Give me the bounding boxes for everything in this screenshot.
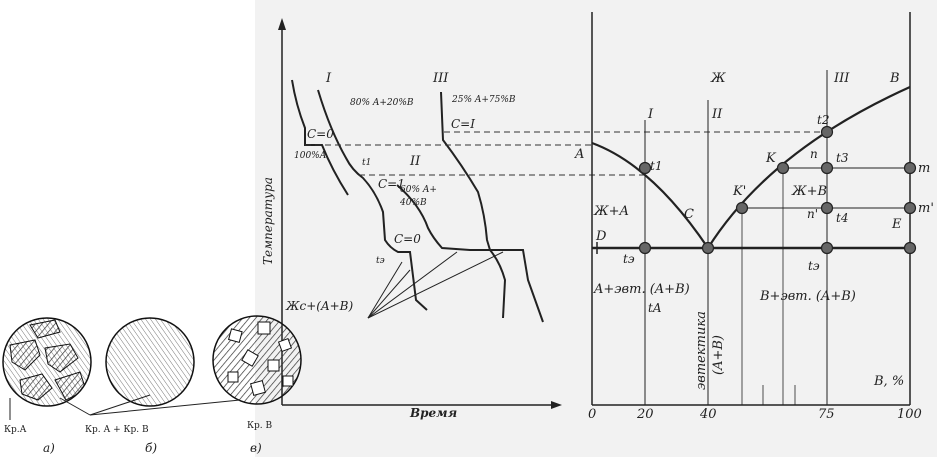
phase-diagram	[591, 12, 911, 406]
point-k1-label: K'	[732, 184, 746, 199]
composition-iii: 25% A+75%B	[451, 95, 516, 105]
point-m1-label: m'	[918, 201, 934, 216]
scanned-figure-background	[255, 0, 937, 457]
point-d-label: D	[595, 229, 607, 244]
curve-ii	[396, 184, 507, 319]
point-k-label: K	[765, 151, 777, 166]
point-n1-label: n'	[807, 207, 818, 221]
point-te-a	[638, 241, 652, 255]
phase-x-ticks: 0 20 40 75 100	[588, 407, 922, 422]
caption-a: а)	[43, 441, 55, 455]
curve-ii-label: II	[409, 154, 421, 169]
pure-a-label: 100%A	[294, 151, 327, 161]
point-m1	[903, 201, 917, 215]
composition-ii-line2: 40%B	[399, 198, 427, 208]
microstructure-b	[105, 317, 195, 407]
point-e	[903, 241, 917, 255]
zh-b-region: Ж+B	[791, 184, 827, 199]
c1-curve-i-label: C=1	[378, 177, 405, 191]
t2-phase-label: t2	[817, 113, 829, 127]
tick-label: 20	[636, 407, 654, 422]
te-phase-label-a: tэ	[623, 252, 635, 266]
point-n-label: n	[810, 147, 818, 161]
kr-ab-label: Кр. А + Кр. В	[85, 425, 149, 435]
phase-axis-unit: B, %	[873, 374, 904, 389]
t1-cooling-label: t1	[362, 158, 371, 168]
point-te-b	[820, 241, 834, 255]
eutectic-vertical-label: эвтектика	[694, 311, 709, 390]
curve-i-label: I	[325, 71, 332, 86]
region-b-eutectic: B+эвт. (A+B)	[759, 289, 856, 304]
phase-line-i-label: I	[647, 107, 654, 122]
te-phase-label-b: tэ	[808, 259, 820, 273]
point-e-label: E	[891, 217, 902, 232]
annotation-arrows	[367, 251, 504, 319]
cooling-x-arrow	[551, 401, 562, 409]
c0-pure-label: C=0	[307, 127, 334, 141]
curve-iii-label: III	[432, 71, 449, 86]
zh-a-region: Ж+A	[593, 204, 629, 219]
microstructure-c	[212, 315, 302, 405]
kr-a-label: Кр.А	[4, 425, 27, 435]
liquidus-c-b	[707, 85, 911, 249]
c0-curve-i-label: C=0	[394, 232, 421, 246]
te-cooling-label: tэ	[376, 256, 385, 266]
liquidus-a-c	[591, 141, 709, 249]
point-m-label: m	[918, 161, 930, 176]
curve-i	[317, 89, 428, 311]
point-t1	[638, 161, 652, 175]
point-c	[701, 241, 715, 255]
liquid-label: Ж	[710, 71, 726, 86]
composition-i: 80% A+20%B	[350, 98, 414, 108]
cooling-y-arrow	[278, 18, 286, 30]
point-c-label: C	[684, 207, 694, 222]
phase-line-iii-label: III	[833, 71, 850, 86]
composition-ii-line1: 60% A+	[400, 185, 437, 195]
point-b-label: B	[889, 71, 900, 86]
tick-label: 40	[699, 407, 717, 422]
point-t3	[820, 161, 834, 175]
eutectic-vertical-label-2: (A+B)	[711, 335, 726, 375]
region-a-eutectic: A+эвт. (A+B)	[593, 282, 690, 297]
tick-label: 0	[588, 407, 596, 422]
point-t4	[820, 201, 834, 215]
tick-label: 75	[818, 407, 835, 422]
dashed-projections	[305, 131, 827, 176]
phase-points	[638, 125, 917, 255]
t3-phase-label: t3	[836, 151, 849, 165]
cooling-curves-plot	[278, 18, 562, 409]
t4-phase-label: t4	[836, 211, 848, 225]
point-k	[776, 161, 790, 175]
tick-label: 100	[897, 407, 922, 422]
kr-b-label: Кр. В	[247, 421, 272, 431]
microstructure-a	[2, 317, 92, 407]
point-m	[903, 161, 917, 175]
microstructure-leaders	[9, 394, 241, 420]
caption-b: б)	[145, 441, 157, 455]
point-a-label: A	[574, 147, 584, 162]
curve-iii	[440, 91, 544, 323]
liquid-annotation: Жс+(A+B)	[285, 299, 353, 313]
point-t2	[820, 125, 834, 139]
t1-phase-label: t1	[650, 159, 662, 173]
y-axis-label: Температура	[261, 177, 275, 265]
phase-line-ii-label: II	[711, 107, 723, 122]
ta-phase-label: tA	[648, 301, 662, 315]
x-axis-label: Время	[409, 406, 457, 420]
caption-c: в)	[250, 441, 262, 455]
point-k1	[735, 201, 749, 215]
c1-curve-iii-label: C=I	[451, 117, 475, 131]
